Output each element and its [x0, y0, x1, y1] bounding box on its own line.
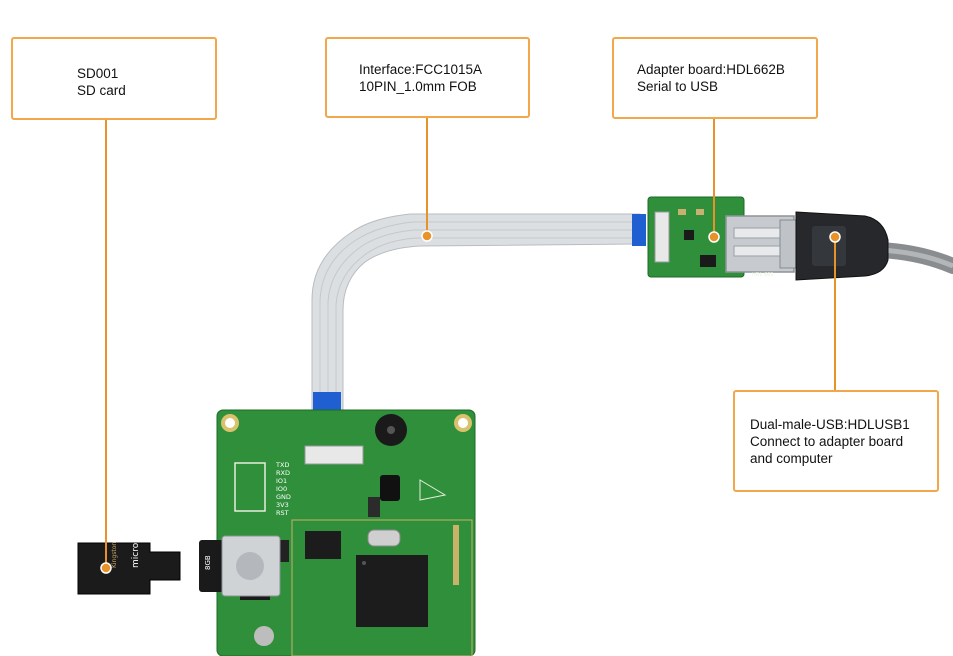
ribbon-cable	[311, 213, 646, 440]
adapter-board: HDL 662	[647, 196, 795, 278]
callout-adapter-board: Adapter board:HDL662B Serial to USB	[612, 37, 818, 119]
callout-sd-card: SD001 SD card	[11, 37, 217, 120]
callout-adapter-line2: Serial to USB	[637, 79, 719, 94]
pin-label-3v3: 3V3	[276, 501, 289, 509]
sd-card-brand: Kingston	[111, 542, 118, 568]
callout-interface: Interface:FCC1015A 10PIN_1.0mm FOB	[325, 37, 530, 118]
callout-usb-cable: Dual-male-USB:HDLUSB1 Connect to adapter…	[733, 390, 939, 492]
adapter-silkscreen: HDL 662	[752, 272, 774, 278]
micro-sd-card: micro SD Kingston	[77, 527, 181, 595]
pin-label-io0: IO0	[276, 485, 287, 493]
sd-card-label: micro SD	[131, 527, 141, 568]
sd-slot: 8GB	[199, 535, 281, 597]
callout-interface-line1: Interface:FCC1015A	[359, 62, 483, 77]
callout-usb-line1: Dual-male-USB:HDLUSB1	[750, 417, 910, 432]
pin-label-io1: IO1	[276, 477, 287, 485]
callout-sd-card-line2: SD card	[77, 83, 126, 98]
leader-dot-usb-cable	[829, 231, 841, 243]
pin-label-rxd: RXD	[276, 469, 290, 477]
leader-lines	[105, 118, 836, 568]
main-pcb: TXD RXD IO1 IO0 GND 3V3 RST	[216, 409, 476, 656]
callout-usb-line3: and computer	[750, 451, 833, 466]
callout-interface-line2: 10PIN_1.0mm FOB	[359, 79, 477, 94]
usb-cable	[779, 211, 953, 281]
pin-label-rst: RST	[276, 509, 289, 517]
callout-usb-line2: Connect to adapter board	[750, 434, 904, 449]
leader-dot-adapter	[708, 231, 720, 243]
leader-dot-interface	[421, 230, 433, 242]
callout-adapter-line1: Adapter board:HDL662B	[637, 62, 785, 77]
slot-card-capacity: 8GB	[204, 555, 212, 570]
leader-dot-sd-card	[100, 562, 112, 574]
mcu-chip	[356, 555, 428, 627]
ribbon-stiffener-top	[632, 214, 646, 246]
callout-sd-card-line1: SD001	[77, 66, 119, 81]
pin-label-gnd: GND	[276, 493, 291, 501]
pin-label-txd: TXD	[275, 461, 289, 469]
